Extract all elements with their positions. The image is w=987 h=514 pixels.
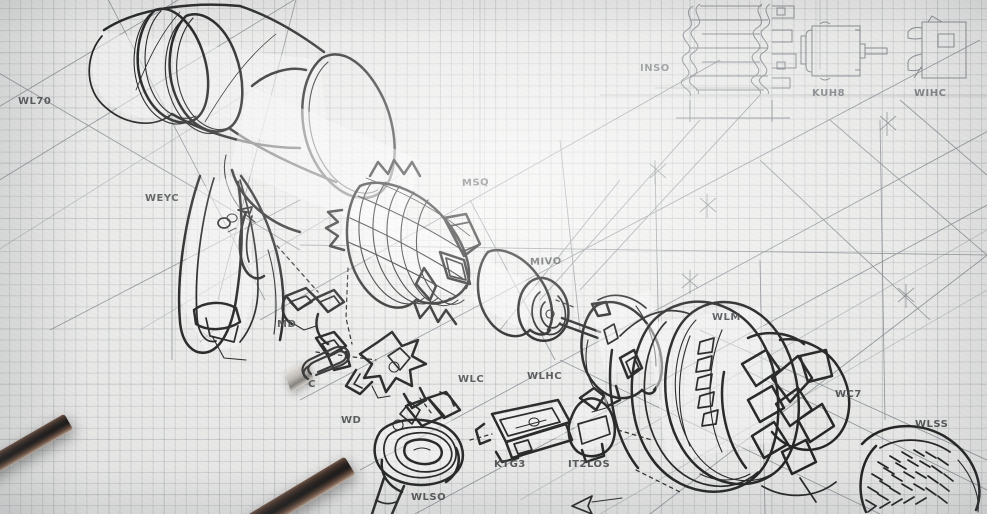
label-l-terminal: IT2LOS bbox=[568, 459, 611, 470]
label-l-bellows: INSO bbox=[640, 63, 670, 74]
label-l-fan: WC7 bbox=[835, 389, 862, 400]
label-l-handle: WEYC bbox=[145, 193, 180, 204]
part-rotor-star bbox=[344, 330, 428, 410]
part-contact-block bbox=[474, 398, 574, 464]
part-small-bracket-a bbox=[281, 286, 346, 346]
label-l-motor-elev: KUH8 bbox=[812, 88, 846, 99]
label-l-motor-shaft: MIVO bbox=[529, 255, 562, 268]
label-l-endcap-elev: WIHC bbox=[914, 88, 947, 99]
label-l-contact: KTG3 bbox=[494, 459, 526, 470]
label-l-rotor: WLC bbox=[458, 374, 485, 385]
label-l-motor-case: WLHC bbox=[527, 371, 563, 382]
label-l-barrel-rear: WL70 bbox=[18, 96, 52, 107]
paperclip-prop[interactable] bbox=[296, 344, 356, 388]
label-l-bracket: WD bbox=[341, 415, 362, 426]
label-l-grille: WLSS bbox=[915, 419, 949, 430]
label-l-impeller-hub: WLSO bbox=[411, 492, 447, 503]
flow-arrow bbox=[571, 495, 623, 514]
label-l-switch-small: MD bbox=[277, 319, 297, 330]
part-handle-grip bbox=[177, 174, 285, 361]
label-l-nozzle: WLM bbox=[712, 312, 741, 323]
part-intake-grille bbox=[859, 424, 981, 514]
label-l-heater: MSQ bbox=[461, 177, 490, 189]
grille-mesh bbox=[865, 449, 954, 513]
